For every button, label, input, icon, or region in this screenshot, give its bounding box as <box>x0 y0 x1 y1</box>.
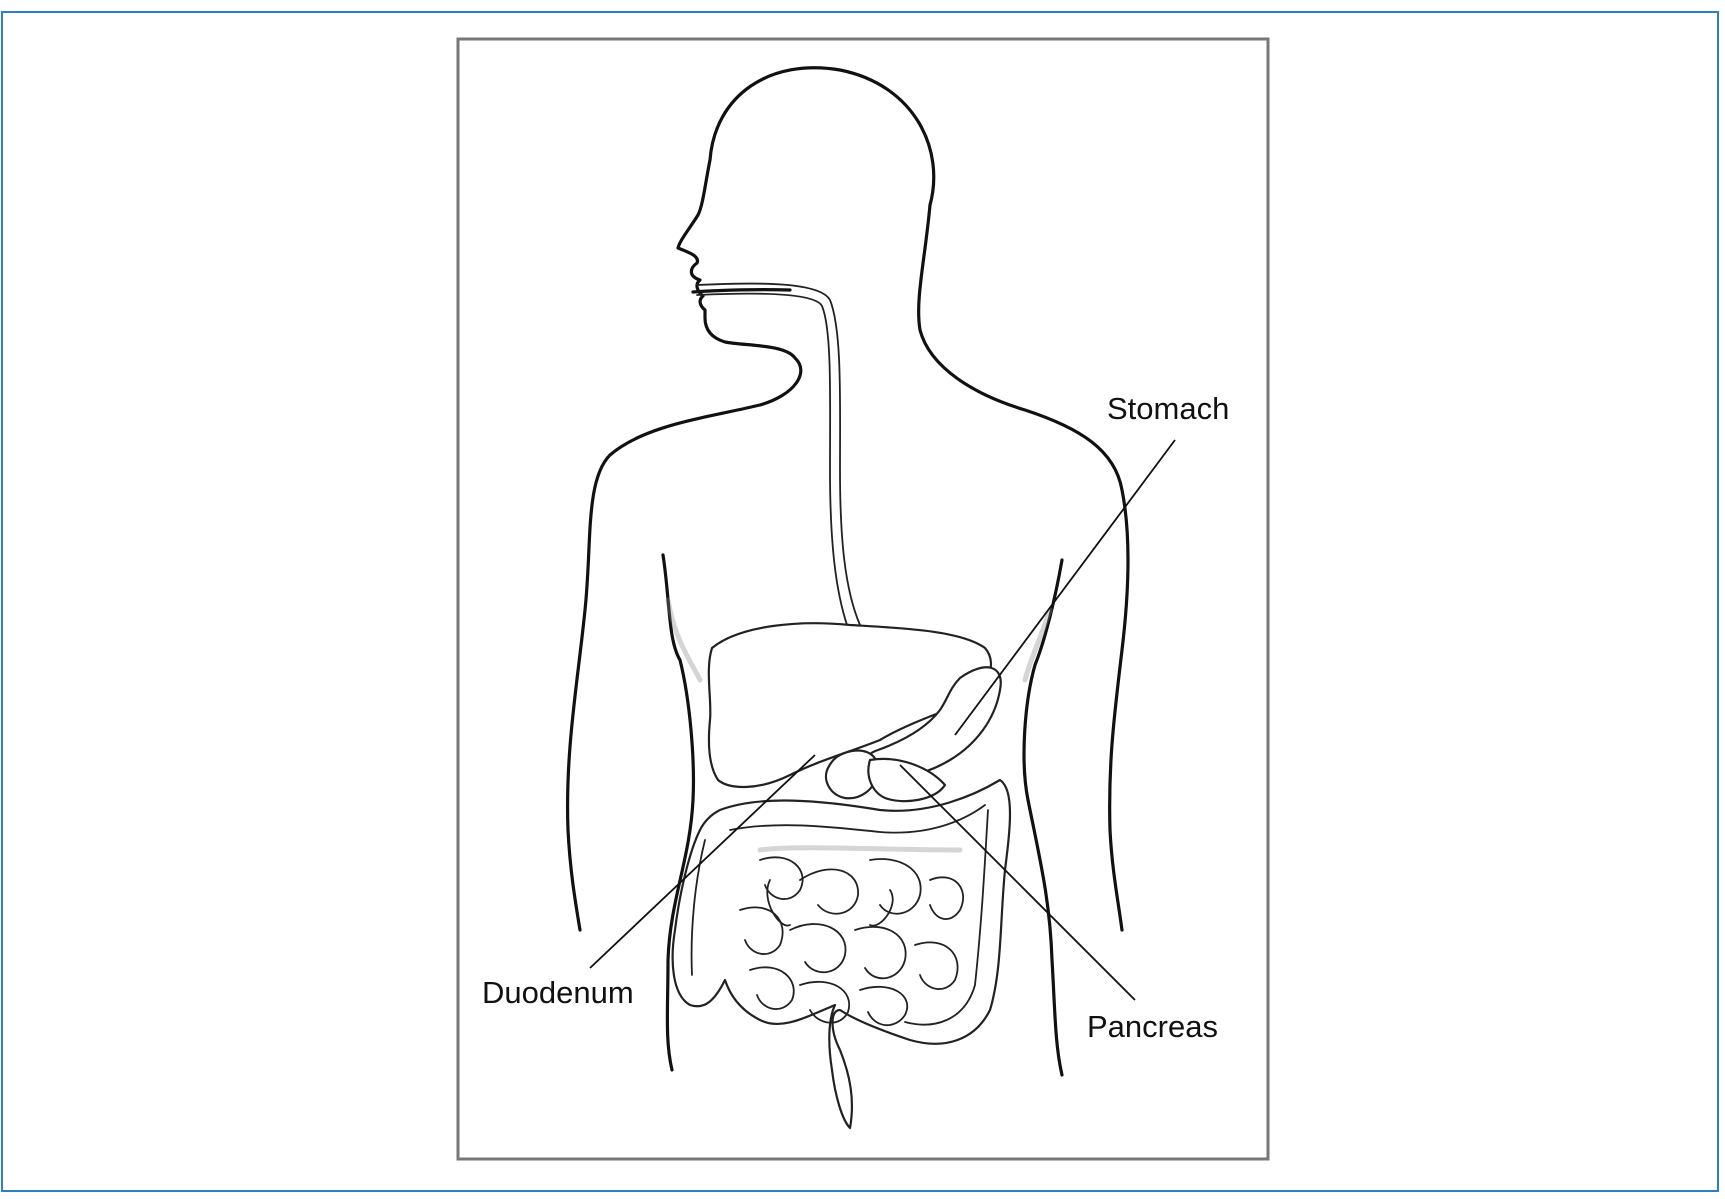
pancreas-label: Pancreas <box>1087 1009 1218 1044</box>
pancreas-leader-line <box>899 764 1136 1001</box>
stomach-label: Stomach <box>1107 391 1229 426</box>
stomach-leader-line <box>954 439 1176 736</box>
liver <box>707 622 993 789</box>
esophagus <box>696 282 861 629</box>
duodenum-label: Duodenum <box>482 975 634 1010</box>
body-outline <box>566 66 1130 1077</box>
duodenum-leader-line <box>589 754 816 969</box>
small-intestine <box>739 845 965 1027</box>
duodenum <box>824 749 880 800</box>
